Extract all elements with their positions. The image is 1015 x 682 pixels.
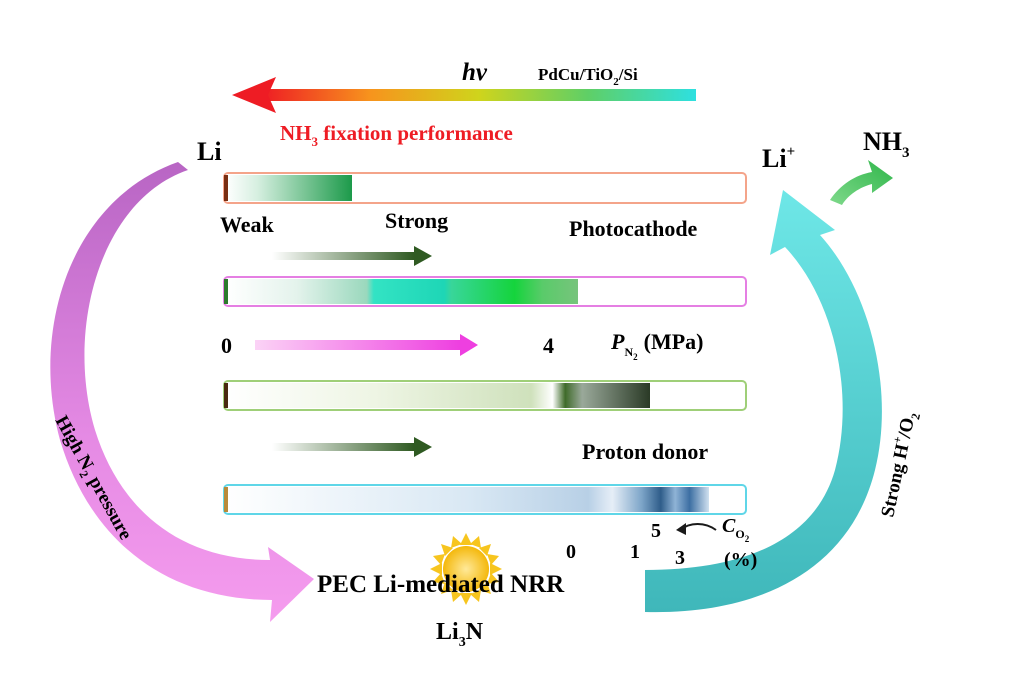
co2-unit-label: (%) (724, 549, 757, 571)
center-title: PEC Li-mediated NRR (317, 571, 565, 598)
right-arrow-label: Strong H+/O2 (874, 409, 923, 519)
pressure-bar (223, 276, 747, 307)
proton-increase-arrow (272, 437, 432, 457)
co2-value-5: 5 (651, 520, 661, 542)
proton-donor-label: Proton donor (582, 439, 708, 464)
nh3-label: NH3 (863, 127, 910, 161)
co2-pointer-arrow (676, 523, 717, 535)
strong-label: Strong (385, 208, 448, 233)
sun-icon (430, 533, 502, 605)
co2-value-3: 3 (675, 547, 685, 569)
hv-label: hv (462, 59, 488, 86)
co2-value-0: 0 (566, 541, 576, 563)
performance-label: NH3 fixation performance (280, 121, 513, 149)
li3n-label: Li3N (436, 619, 484, 650)
weak-label: Weak (220, 212, 275, 237)
pressure-increase-arrow (255, 334, 478, 356)
co2-bar (223, 484, 747, 515)
right-cycle-arrow (645, 190, 882, 613)
photocathode-label: Photocathode (569, 216, 698, 241)
li-label: Li (197, 137, 222, 166)
photocathode-bar (223, 172, 747, 204)
increase-arrow (272, 246, 432, 266)
pressure-max-value: 4 (543, 333, 554, 358)
catalyst-label: PdCu/TiO2/Si (538, 65, 638, 88)
pressure-variable-label: PN2(MPa) (610, 329, 703, 362)
co2-variable-label: CO2 (722, 515, 750, 544)
pressure-min-value: 0 (221, 333, 232, 358)
light-arrow-icon (232, 77, 696, 113)
li-ion-label: Li+ (762, 144, 795, 173)
co2-value-1: 1 (630, 541, 640, 563)
proton-donor-bar (223, 380, 747, 411)
left-cycle-arrow (50, 162, 314, 622)
nh3-arrow-icon (830, 160, 893, 205)
